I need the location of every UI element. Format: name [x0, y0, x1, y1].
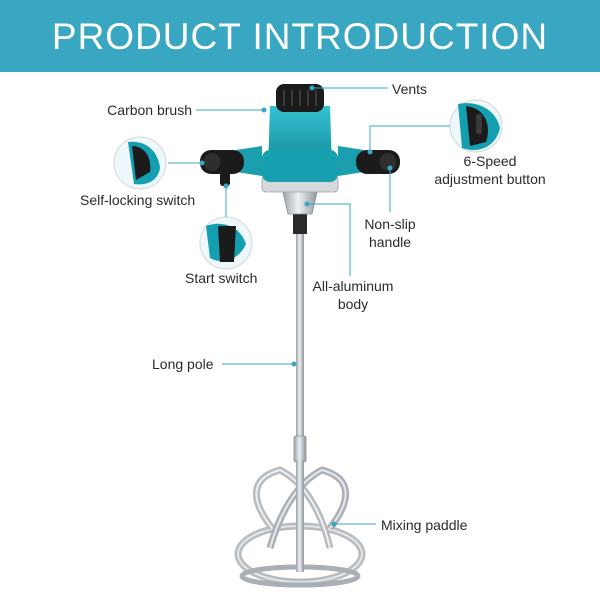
- label-carbon-brush: Carbon brush: [107, 102, 192, 118]
- label-speed-button-line1: 6-Speed: [463, 153, 517, 169]
- header-banner: PRODUCT INTRODUCTION: [0, 0, 600, 72]
- label-vents: Vents: [392, 81, 428, 97]
- label-speed-button: 6-Speed adjustment button: [420, 152, 560, 188]
- label-aluminum-body: All-aluminum body: [300, 277, 406, 313]
- label-non-slip-line1: Non-slip: [364, 216, 416, 232]
- mixer-body: [200, 84, 400, 215]
- leader-speed-button: [369, 125, 450, 152]
- label-speed-button-line2: adjustment button: [434, 171, 546, 187]
- label-start-switch: Start switch: [185, 270, 258, 286]
- leader-lines: [168, 87, 450, 525]
- label-mixing-paddle: Mixing paddle: [381, 517, 468, 533]
- page-title: PRODUCT INTRODUCTION: [51, 16, 549, 57]
- long-pole: [293, 214, 307, 572]
- label-aluminum-line1: All-aluminum: [312, 278, 394, 294]
- leader-dots: [199, 85, 393, 527]
- inset-start-switch: [199, 216, 253, 270]
- label-non-slip-handle: Non-slip handle: [348, 215, 432, 251]
- label-aluminum-line2: body: [337, 296, 369, 312]
- label-self-locking-switch: Self-locking switch: [80, 192, 196, 208]
- label-long-pole: Long pole: [152, 356, 214, 372]
- inset-self-locking-switch: [113, 136, 167, 190]
- label-non-slip-line2: handle: [368, 234, 412, 250]
- inset-speed-button: [449, 99, 503, 153]
- leader-aluminum-body: [307, 203, 351, 276]
